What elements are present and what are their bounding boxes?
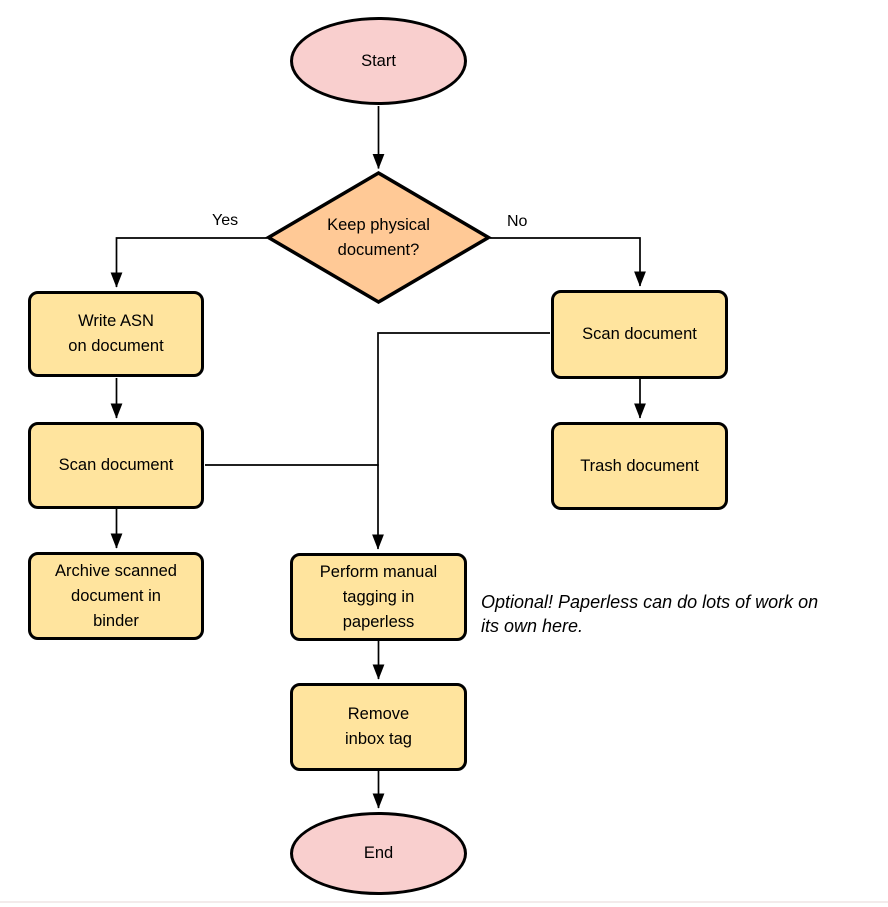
tagging-node-label: Perform manual tagging in paperless: [319, 562, 438, 631]
trash-node-label: Trash document: [580, 456, 699, 475]
annotation-text: Optional! Paperless can do lots of work …: [481, 592, 819, 636]
tagging-node: Perform manual tagging in paperless: [290, 553, 467, 641]
archive-node-label: Archive scanned document in binder: [55, 561, 177, 630]
edge-decision-no-to-scan-right: [490, 237, 646, 287]
edge-label-no: No: [507, 213, 528, 230]
write-asn-node-label: Write ASN on document: [68, 312, 164, 355]
decision-node: Keep physical document?: [290, 200, 467, 275]
edge-decision-yes-to-write-asn: [110, 237, 267, 288]
page-bottom-divider: [0, 901, 888, 903]
edge-scan-right-to-tagging: [372, 332, 550, 550]
scan-document-right-node-label: Scan document: [582, 325, 697, 343]
end-node: End: [290, 812, 467, 895]
trash-node: Trash document: [551, 422, 728, 510]
remove-inbox-node-label: Remove inbox tag: [345, 705, 412, 748]
end-node-label: End: [363, 844, 394, 862]
write-asn-node: Write ASN on document: [28, 291, 204, 377]
remove-inbox-node: Remove inbox tag: [290, 683, 467, 771]
scan-document-left-node: Scan document: [28, 422, 204, 509]
start-node-label: Start: [361, 51, 396, 70]
decision-node-label: Keep physical document?: [327, 215, 430, 259]
edge-label-yes: Yes: [212, 212, 239, 229]
scan-document-left-node-label: Scan document: [58, 456, 174, 474]
decision-node-shape: [265, 170, 492, 305]
scan-document-right-node: Scan document: [551, 290, 728, 379]
start-node: Start: [290, 17, 467, 105]
archive-node: Archive scanned document in binder: [28, 552, 204, 640]
